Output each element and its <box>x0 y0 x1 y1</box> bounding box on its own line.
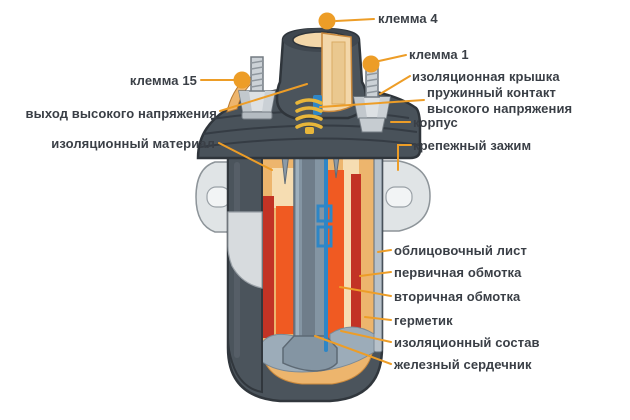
leader-klemma1 <box>378 54 407 62</box>
hv-wire-tab-1 <box>316 204 333 223</box>
leader-lines <box>200 18 425 365</box>
label-secondary-winding: вторичная обмотка <box>394 289 521 304</box>
secondary-winding-left <box>276 206 294 334</box>
label-klemma4: клемма 4 <box>378 11 438 26</box>
primary-winding-left <box>262 196 274 338</box>
label-sealant: герметик <box>394 313 453 328</box>
bolt-left-threads <box>250 60 264 88</box>
leader-hv-output <box>219 83 308 112</box>
hv-wire-tab-2 <box>316 225 333 248</box>
bracket-left-hole <box>206 186 231 208</box>
bracket-right-hole <box>385 186 413 208</box>
core-foot <box>282 335 338 372</box>
klemma15-dot <box>233 71 251 89</box>
cap-rib-3 <box>199 137 420 148</box>
label-spring-contact: пружинный контакт высокого напряжения <box>427 85 573 116</box>
label-klemma15: клемма 15 <box>129 73 197 88</box>
spring-coil-1 <box>295 98 323 105</box>
leader-insulating-cover <box>379 75 411 95</box>
label-primary-winding: первичная обмотка <box>394 265 522 280</box>
leader-primary-winding <box>359 271 392 277</box>
leader-sealant <box>364 316 392 321</box>
label-insulating-material: изоляционный материал <box>51 136 215 151</box>
leader-insulating-material <box>218 142 273 171</box>
windings <box>262 158 361 352</box>
spring-contact <box>295 95 323 134</box>
label-housing: корпус <box>413 115 458 130</box>
spring-coil-4 <box>295 122 323 129</box>
leader-mounting-clamp <box>397 144 412 171</box>
bolt-right-nut-facet-l <box>354 97 367 118</box>
spring-coil-2 <box>295 106 323 113</box>
leader-klemma4 <box>335 18 375 22</box>
primary-winding-right <box>351 174 361 346</box>
label-iron-core: железный сердечник <box>394 357 532 372</box>
klemma1-dot <box>362 55 380 73</box>
label-facing-sheet: облицовочный лист <box>394 243 527 258</box>
sealant-left <box>272 168 294 208</box>
leader-spring-contact <box>319 99 425 108</box>
iron-core <box>279 125 343 372</box>
housing-wall-cut <box>373 145 383 353</box>
spring-pin <box>305 127 314 134</box>
bolt-left-nut-facet-l <box>239 91 252 112</box>
secondary-winding-right <box>327 170 344 350</box>
label-mounting-clamp: крепежный зажим <box>413 138 532 153</box>
bolt-right-lower-nut <box>358 117 386 133</box>
hv-output-tower <box>275 27 368 120</box>
leader-secondary-winding <box>339 286 392 297</box>
label-insulating-cover: изоляционная крышка <box>412 69 560 84</box>
leader-iron-core <box>314 335 392 365</box>
bracket-band-front <box>227 211 263 289</box>
label-klemma1: клемма 1 <box>409 47 469 62</box>
label-hv-output: выход высокого напряжения <box>25 106 217 121</box>
bolt-left-base <box>241 111 273 120</box>
leader-insulating-compound <box>340 330 392 343</box>
mounting-bracket <box>195 160 431 233</box>
tower-well <box>331 41 346 105</box>
klemma4-dot <box>318 12 336 30</box>
core-column-highlight <box>296 128 299 342</box>
spring-coil-3 <box>295 114 323 121</box>
terminal-dots <box>233 12 380 89</box>
leader-facing-sheet <box>377 249 392 253</box>
label-insulating-compound: изоляционный состав <box>394 335 540 350</box>
core-column-shade <box>302 126 315 344</box>
